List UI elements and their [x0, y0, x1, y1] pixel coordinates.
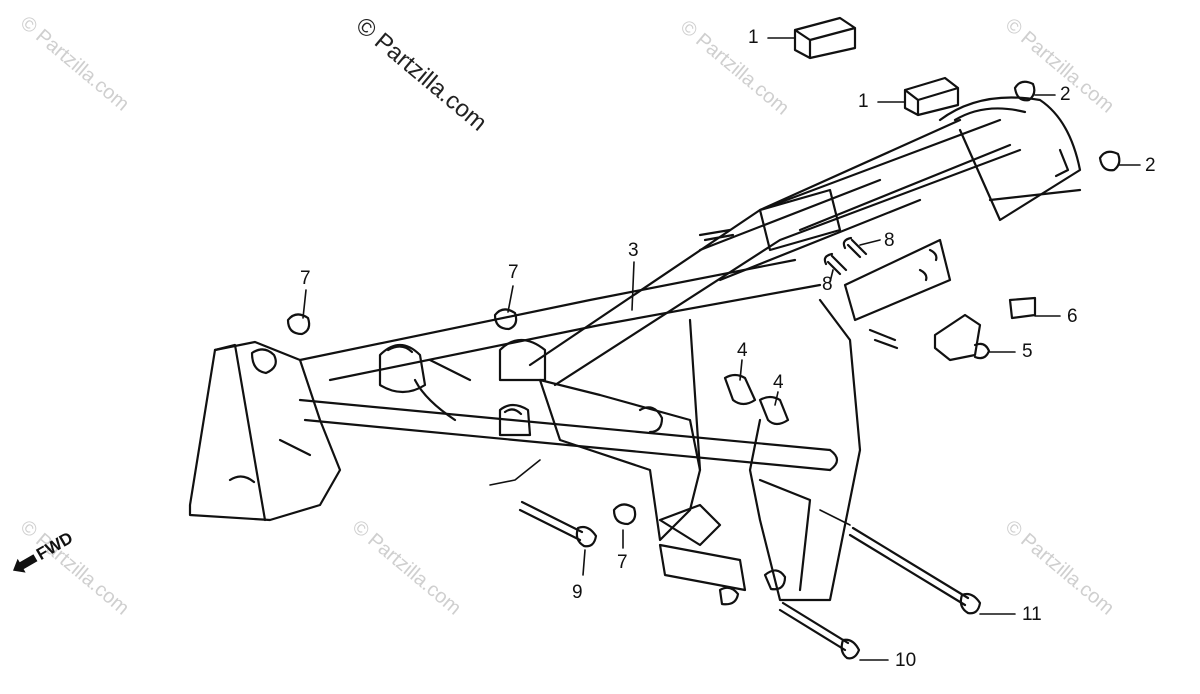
- callout-7b: 7: [508, 262, 519, 283]
- arrow-left-icon: [13, 554, 38, 573]
- callout-7c: 7: [617, 552, 628, 573]
- forward-indicator: FWD: [8, 528, 77, 579]
- callout-4a: 4: [737, 340, 748, 361]
- callout-2a: 2: [1060, 84, 1071, 105]
- callout-8b: 8: [822, 274, 833, 295]
- callout-8a: 8: [884, 230, 895, 251]
- callout-7a: 7: [300, 268, 311, 289]
- callout-9: 9: [572, 582, 583, 603]
- callout-1b: 1: [858, 91, 869, 112]
- callout-6: 6: [1067, 306, 1078, 327]
- callout-10: 10: [895, 650, 917, 671]
- callout-1a: 1: [748, 27, 759, 48]
- callout-5: 5: [1022, 341, 1033, 362]
- callout-4b: 4: [773, 372, 784, 393]
- callout-11: 11: [1022, 604, 1042, 625]
- callout-3: 3: [628, 240, 639, 261]
- callout-2b: 2: [1145, 155, 1156, 176]
